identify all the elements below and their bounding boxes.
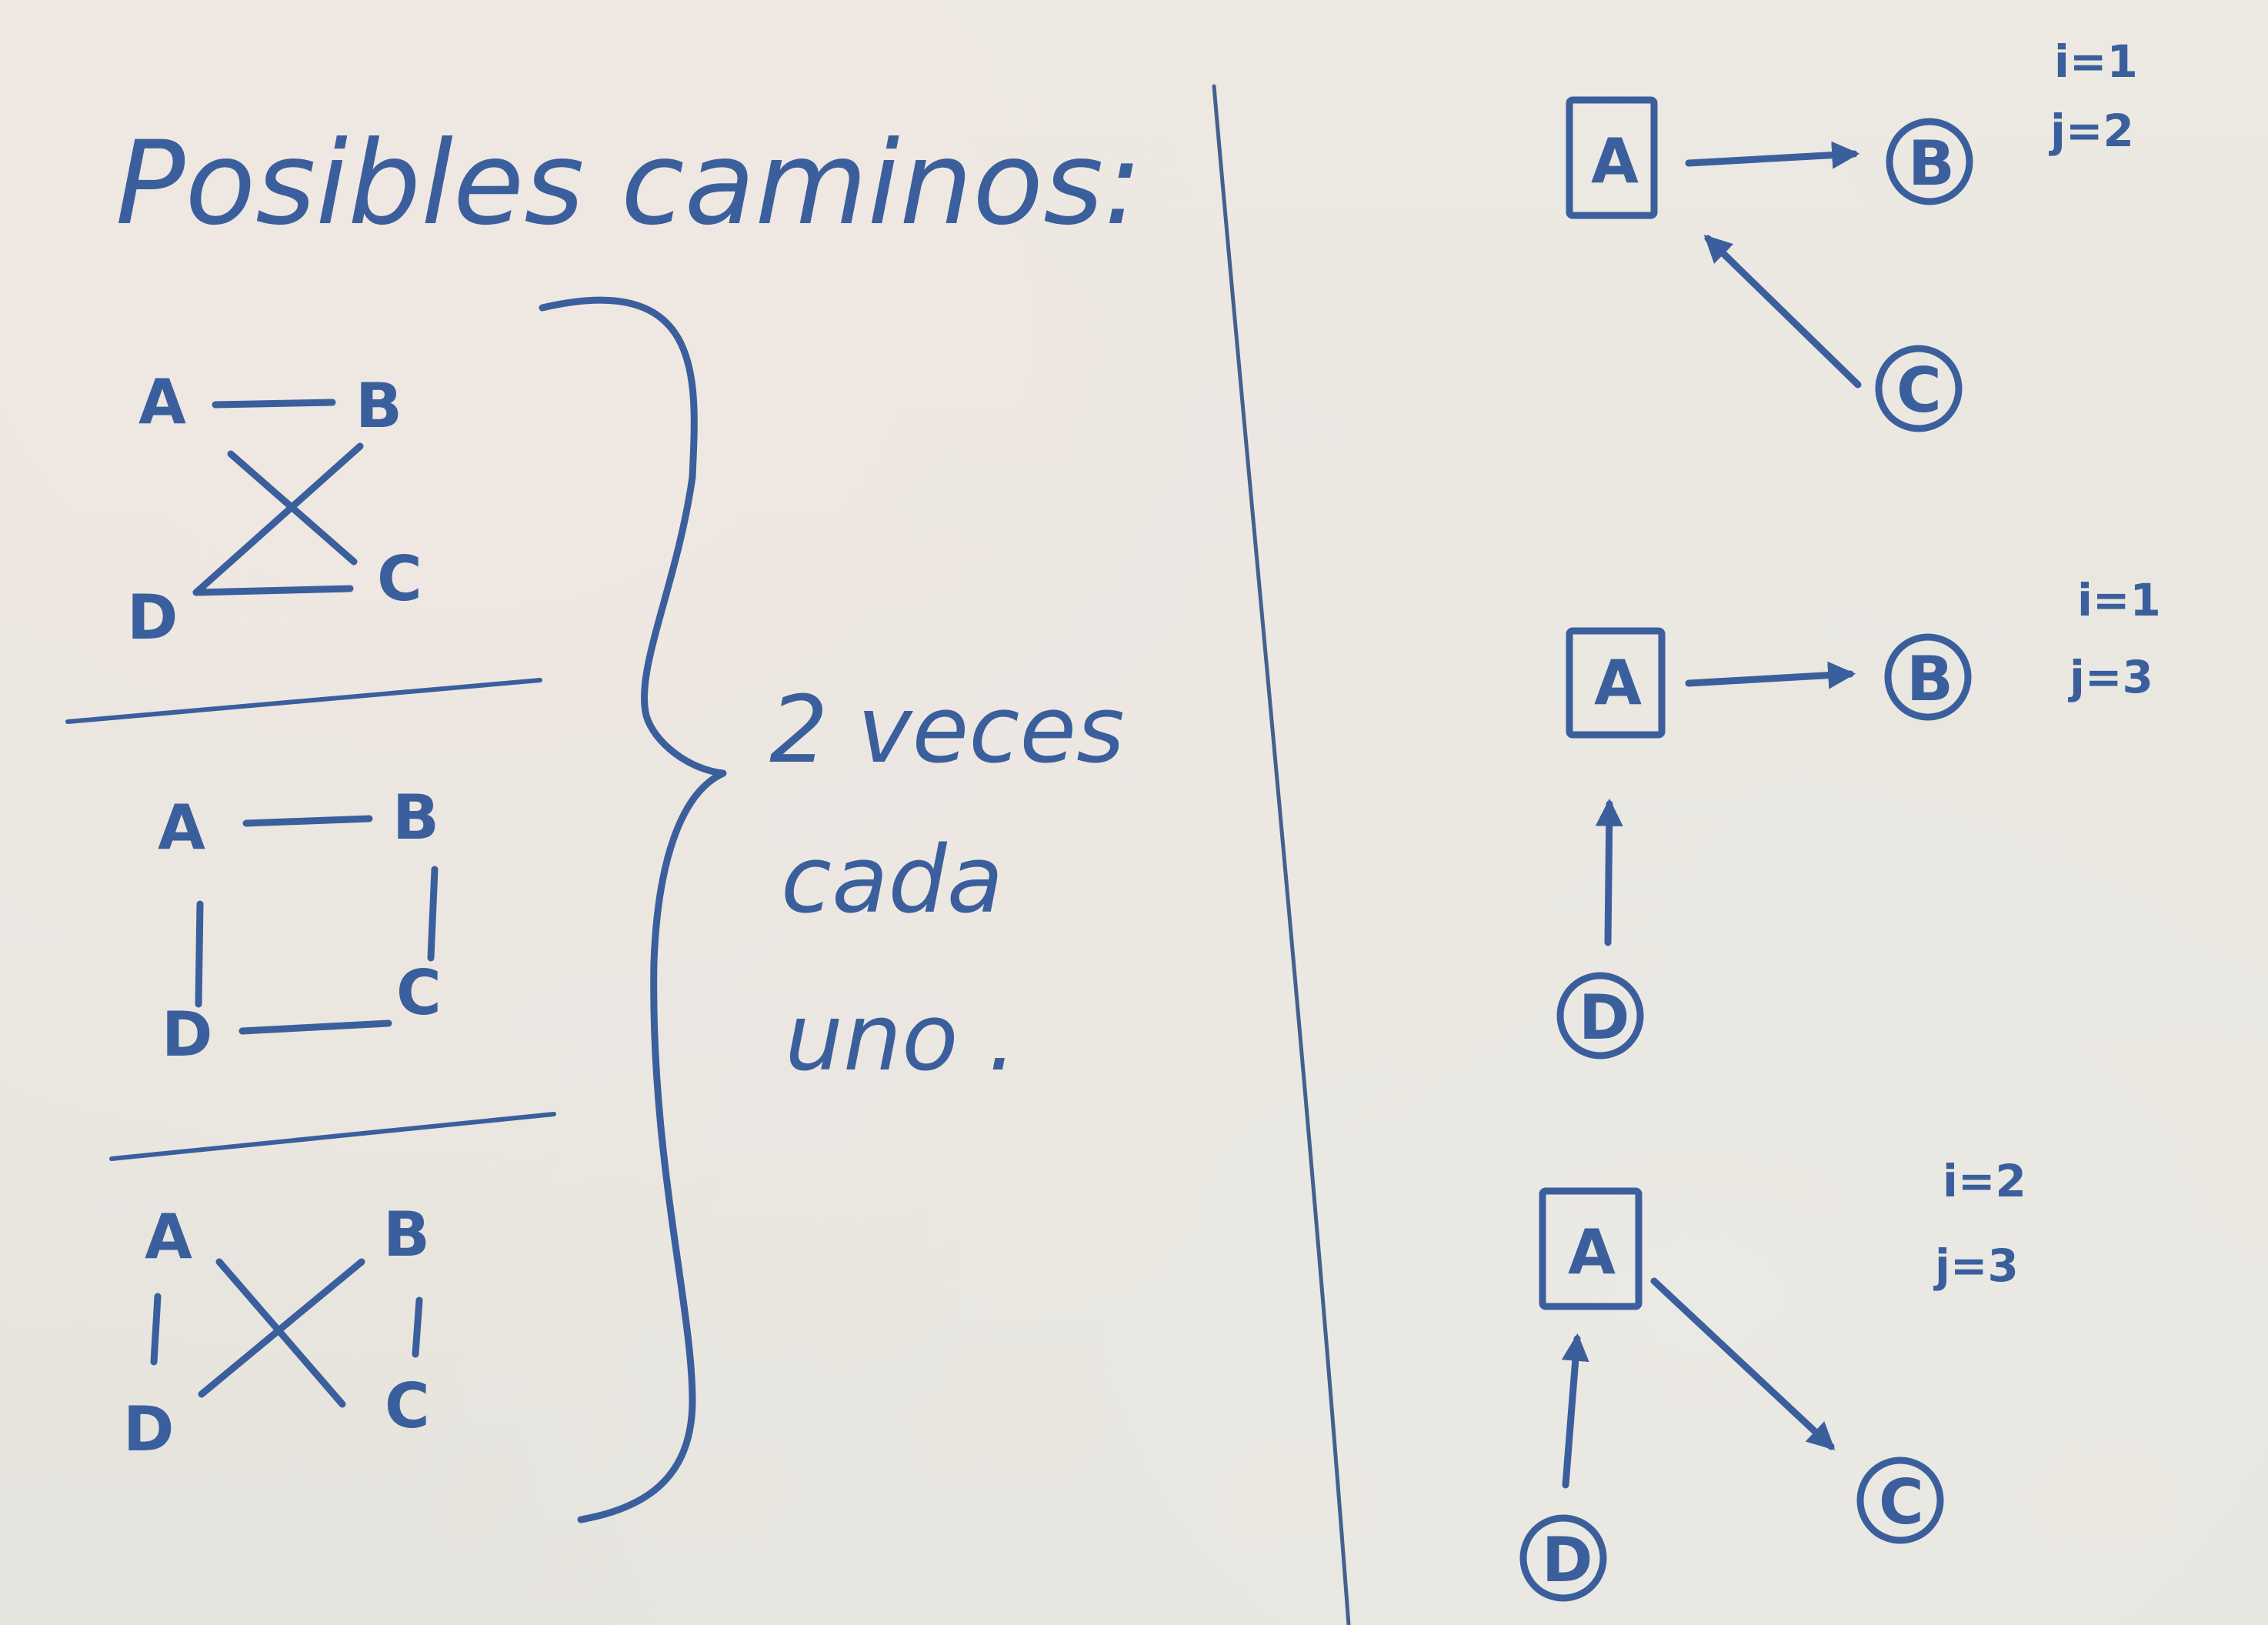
note: 2 veces cada uno . <box>769 677 1125 1092</box>
node-label-d: D <box>127 582 178 653</box>
node-c-circle <box>1875 345 1963 432</box>
node-label-a: A <box>158 792 205 863</box>
left-graph-1: A B C D <box>127 366 422 653</box>
node-a-box <box>1566 96 1658 219</box>
edge-d-c <box>238 1019 392 1035</box>
node-b-circle <box>1884 633 1972 721</box>
node-d-label: D <box>1579 982 1629 1053</box>
arrow-a-to-b <box>1685 661 1856 689</box>
arrow-a-to-b <box>1685 141 1860 169</box>
index-i: i=1 <box>2054 35 2138 88</box>
node-d-circle <box>1556 972 1644 1059</box>
node-a-label: A <box>1594 647 1642 719</box>
index-j: j=3 <box>2068 651 2153 703</box>
edge-b-c <box>427 866 439 962</box>
edge-a-b <box>212 399 336 409</box>
arrow-a-to-c <box>1650 1277 1836 1450</box>
node-label-c: C <box>377 543 422 615</box>
edge-a-c <box>227 450 358 566</box>
node-b-circle <box>1886 118 1973 205</box>
node-d-circle <box>1519 1514 1607 1602</box>
curly-brace <box>539 296 727 1523</box>
page-title: Posibles caminos: <box>115 117 1142 251</box>
note-line-3: uno . <box>785 985 1017 1092</box>
node-b-label: B <box>1906 643 1953 715</box>
edge-b-c <box>412 1296 423 1358</box>
separator-line-2 <box>109 1112 556 1161</box>
separator-line-1 <box>65 678 542 724</box>
left-graph-3: A B C D <box>123 1199 430 1465</box>
vertical-divider <box>1212 84 1351 1625</box>
node-label-c: C <box>385 1370 430 1442</box>
right-graph-3: A C D i=2 j=3 <box>1519 1155 2026 1602</box>
node-label-b: B <box>383 1199 430 1270</box>
left-graph-2: A B C D <box>158 782 442 1070</box>
right-graph-1: A B C i=1 j=2 <box>1566 35 2138 432</box>
node-d-label: D <box>1542 1524 1593 1596</box>
node-b-label: B <box>1908 128 1955 199</box>
edge-a-b <box>242 815 373 827</box>
node-a-box <box>1539 1187 1643 1310</box>
node-c-circle <box>1856 1456 1944 1544</box>
node-c-label: C <box>1896 355 1942 426</box>
node-label-a: A <box>138 366 186 438</box>
index-i: i=1 <box>2077 574 2161 626</box>
node-label-d: D <box>123 1393 174 1465</box>
right-graph-2: A B D i=1 j=3 <box>1556 574 2161 1059</box>
node-label-c: C <box>396 957 442 1029</box>
note-line-1: 2 veces <box>769 677 1125 784</box>
node-label-a: A <box>145 1201 192 1273</box>
node-label-b: B <box>392 782 439 853</box>
edge-b-d <box>192 442 364 596</box>
node-c-label: C <box>1879 1467 1924 1538</box>
index-j: j=2 <box>2049 105 2134 157</box>
edge-b-d <box>198 1258 365 1398</box>
edge-a-d <box>150 1293 162 1366</box>
node-a-box <box>1566 627 1666 739</box>
node-a-label: A <box>1591 125 1639 197</box>
arrow-d-to-a <box>1595 798 1623 946</box>
arrow-d-to-a <box>1561 1333 1589 1489</box>
edge-d-c <box>192 585 354 596</box>
edge-a-d <box>195 900 204 1008</box>
node-label-d: D <box>162 999 212 1070</box>
note-line-2: cada <box>781 827 1003 934</box>
index-j: j=3 <box>1933 1240 2019 1292</box>
node-label-b: B <box>355 370 402 442</box>
arrow-c-to-a <box>1703 234 1862 389</box>
node-a-label: A <box>1568 1216 1616 1288</box>
index-i: i=2 <box>1943 1155 2026 1207</box>
